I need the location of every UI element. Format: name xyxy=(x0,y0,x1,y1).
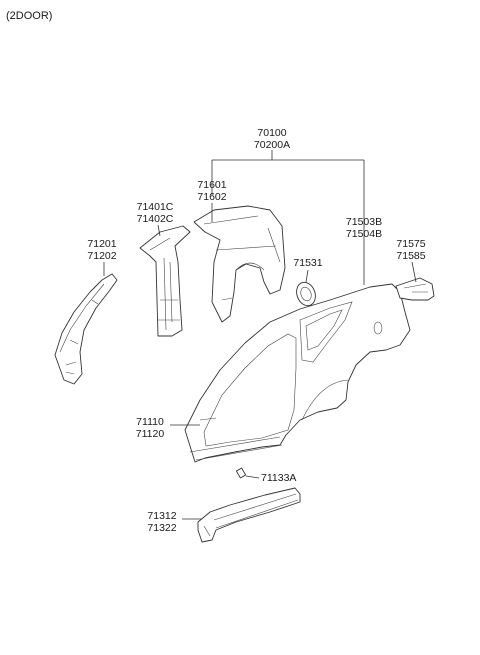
label-assembly-1: 70100 xyxy=(257,127,286,139)
side-outer-panel-part xyxy=(184,283,411,463)
variant-label: (2DOOR) xyxy=(6,10,52,22)
callout-rear-inner: 71601 71602 xyxy=(197,179,227,222)
fuel-filler-part xyxy=(296,281,316,307)
rear-inner-panel-part xyxy=(193,205,286,323)
assembly-bracket xyxy=(211,150,365,285)
label-side-outer-1: 71110 xyxy=(136,416,164,428)
label-clip: 71133A xyxy=(261,472,296,484)
label-rear-ext-2: 71585 xyxy=(396,250,425,262)
callout-b-pillar: 71401C 71402C xyxy=(137,201,174,237)
callout-a-pillar: 71201 71202 xyxy=(87,238,117,276)
label-quarter-1: 71503B xyxy=(346,216,382,228)
rear-extension-part xyxy=(395,277,435,301)
label-a-pillar-2: 71202 xyxy=(87,250,116,262)
clip-part xyxy=(235,467,247,479)
label-side-outer-2: 71120 xyxy=(136,428,165,440)
callout-assembly: 70100 70200A xyxy=(254,127,290,151)
label-rear-ext-1: 71575 xyxy=(396,238,425,250)
label-sill-1: 71312 xyxy=(147,510,176,522)
label-fuel-filler: 71531 xyxy=(293,257,322,269)
sill-reinforcement-part xyxy=(197,487,301,543)
callout-clip: 71133A xyxy=(245,472,296,484)
callout-quarter-panel: 71503B 71504B xyxy=(346,216,382,240)
callout-fuel-filler: 71531 xyxy=(293,257,323,283)
label-sill-2: 71322 xyxy=(147,522,176,534)
callout-rear-extension: 71575 71585 xyxy=(396,238,426,283)
label-rear-inner-1: 71601 xyxy=(197,179,226,191)
callout-side-outer: 71110 71120 xyxy=(136,416,200,440)
label-assembly-2: 70200A xyxy=(254,139,290,151)
callout-sill: 71312 71322 xyxy=(147,510,202,534)
label-rear-inner-2: 71602 xyxy=(197,191,226,203)
a-pillar-inner-part xyxy=(54,273,118,385)
label-b-pillar-1: 71401C xyxy=(137,201,174,213)
label-quarter-2: 71504B xyxy=(346,228,382,240)
label-b-pillar-2: 71402C xyxy=(137,213,174,225)
b-pillar-inner-part xyxy=(139,225,191,337)
label-a-pillar-1: 71201 xyxy=(87,238,116,250)
